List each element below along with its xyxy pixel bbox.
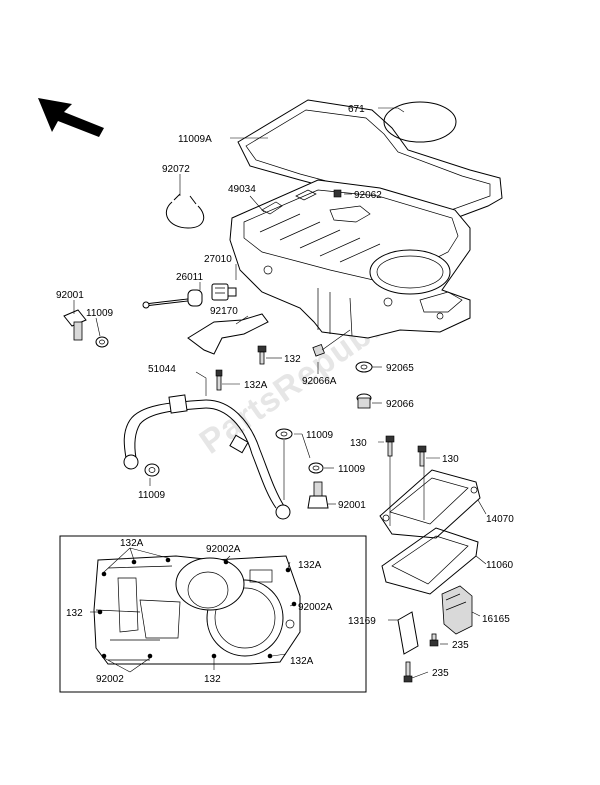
oil-pan-body bbox=[229, 179, 471, 339]
label-11009a: 11009A bbox=[178, 134, 212, 145]
label-11009-bottom: 11009 bbox=[138, 490, 166, 501]
bolt-132a bbox=[215, 369, 223, 391]
plug-92066a bbox=[312, 344, 325, 357]
bolt-130-right bbox=[417, 445, 427, 467]
label-14070: 14070 bbox=[486, 514, 514, 525]
inset-label-132-bottom: 132 bbox=[204, 674, 221, 685]
drain-bolt-92001 bbox=[63, 309, 87, 341]
inset-label-132a-top: 132A bbox=[120, 538, 144, 549]
label-13169: 13169 bbox=[348, 616, 376, 627]
leader-lines bbox=[73, 107, 487, 679]
washer-92065 bbox=[355, 361, 373, 373]
label-11009-center-a: 11009 bbox=[306, 430, 334, 441]
plug-92066 bbox=[356, 393, 372, 409]
bracket-13169 bbox=[397, 611, 419, 655]
bolt-130-left bbox=[385, 435, 395, 457]
label-671: 671 bbox=[348, 104, 365, 115]
banjo-bolt-92001 bbox=[307, 481, 329, 509]
inset-label-132a-right2: 132A bbox=[290, 656, 314, 667]
cover-14070 bbox=[379, 469, 481, 539]
label-16165: 16165 bbox=[482, 614, 510, 625]
label-132a: 132A bbox=[244, 380, 268, 391]
inset-bottom-view bbox=[59, 535, 367, 693]
inset-label-92002: 92002 bbox=[96, 674, 124, 685]
switch-lead-26011 bbox=[142, 289, 203, 309]
label-132: 132 bbox=[284, 354, 301, 365]
washer-11009-bottom bbox=[144, 463, 160, 477]
label-11060: 11060 bbox=[486, 560, 514, 571]
baffle-16165 bbox=[441, 585, 473, 635]
label-130-right: 130 bbox=[442, 454, 459, 465]
inset-label-132a-right1: 132A bbox=[298, 560, 322, 571]
hose-clamp-92072 bbox=[166, 193, 205, 229]
label-92001-center: 92001 bbox=[338, 500, 366, 511]
label-11009-left: 11009 bbox=[86, 308, 114, 319]
bolt-92062 bbox=[333, 189, 342, 198]
bolt-132-bracket bbox=[257, 345, 267, 365]
washer-11009-center-a bbox=[275, 428, 293, 440]
label-51044: 51044 bbox=[148, 364, 176, 375]
label-130-left: 130 bbox=[350, 438, 367, 449]
front-direction-arrow-icon bbox=[38, 98, 104, 137]
label-92066a: 92066A bbox=[302, 376, 337, 387]
o-ring-671 bbox=[383, 101, 457, 143]
label-92001-left: 92001 bbox=[56, 290, 84, 301]
part-number-labels: 671 11009A 92072 49034 92062 27010 26011… bbox=[56, 104, 514, 685]
inset-label-92002a-right: 92002A bbox=[298, 602, 333, 613]
label-235-b: 235 bbox=[432, 668, 449, 679]
label-92062: 92062 bbox=[354, 190, 382, 201]
label-49034: 49034 bbox=[228, 184, 256, 195]
inset-label-132-left: 132 bbox=[66, 608, 83, 619]
oil-hose-51044 bbox=[123, 394, 291, 520]
oil-pressure-switch-27010 bbox=[211, 283, 237, 301]
bolt-235-b bbox=[403, 661, 413, 683]
washer-11009-center-b bbox=[308, 462, 324, 474]
label-92066: 92066 bbox=[386, 399, 414, 410]
label-27010: 27010 bbox=[204, 254, 232, 265]
bracket-92170 bbox=[187, 313, 269, 355]
inset-label-92002a-top: 92002A bbox=[206, 544, 241, 555]
label-92065: 92065 bbox=[386, 363, 414, 374]
label-26011: 26011 bbox=[176, 272, 204, 283]
label-92072: 92072 bbox=[162, 164, 190, 175]
label-11009-center-b: 11009 bbox=[338, 464, 366, 475]
label-235-a: 235 bbox=[452, 640, 469, 651]
bolt-235-a bbox=[429, 633, 439, 647]
washer-11009-left bbox=[95, 336, 109, 348]
label-92170: 92170 bbox=[210, 306, 238, 317]
